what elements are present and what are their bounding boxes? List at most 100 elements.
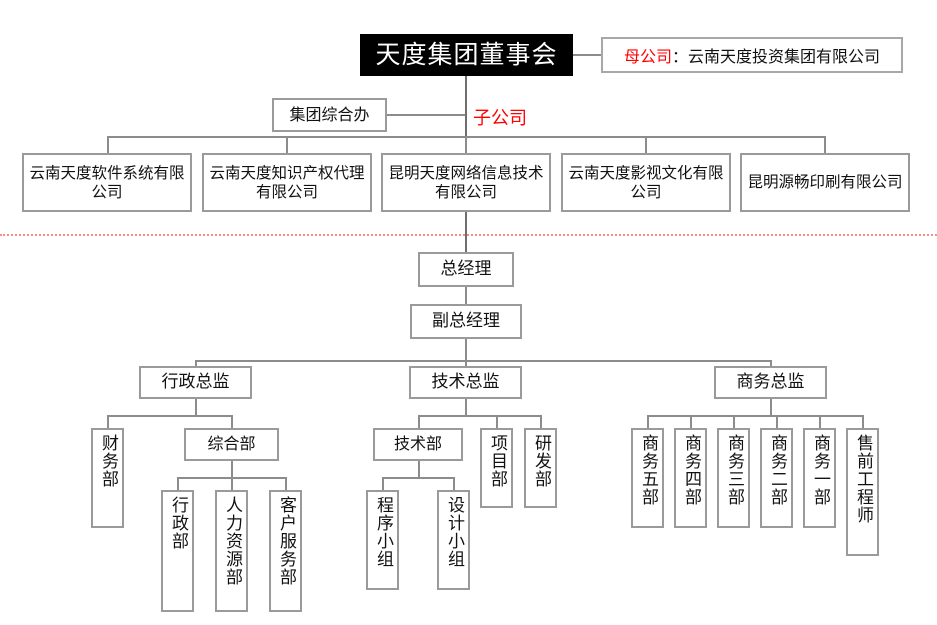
node-program-group[interactable]: 程序小组 (366, 490, 399, 590)
node-label: 技术总监 (431, 372, 500, 393)
node-label: 综合部 (207, 434, 256, 454)
node-label: 研发部 (531, 434, 551, 488)
node-label: 昆明天度网络信息技术有限公司 (388, 164, 544, 201)
connector-drop-business-unit-1 (819, 415, 821, 428)
connector-drop-design-group (453, 477, 455, 490)
node-business-unit-1[interactable]: 商务一部 (803, 428, 836, 528)
connector-directors-bus (195, 360, 771, 362)
connector-drop-director-2 (465, 360, 467, 366)
connector-dgm-down (465, 339, 467, 360)
node-label: 云南天度软件系统有限公司 (29, 164, 185, 201)
connector-drop-general-affairs (231, 415, 233, 428)
node-deputy-general-manager[interactable]: 副总经理 (410, 304, 522, 339)
node-label: 商务四部 (681, 434, 701, 506)
parent-company-name: 云南天度投资集团有限公司 (688, 47, 881, 66)
connector-drop-business-unit-3 (733, 415, 735, 428)
node-label: 昆明源畅印刷有限公司 (747, 173, 903, 192)
connector-tech-dept-down (418, 461, 420, 477)
node-label: 财务部 (98, 434, 118, 488)
node-director-business[interactable]: 商务总监 (714, 366, 827, 399)
connector-group-office-to-trunk (387, 114, 465, 116)
connector-root-to-parent-company (573, 54, 601, 56)
connector-gm-to-dgm (465, 287, 467, 304)
node-finance-department[interactable]: 财务部 (91, 428, 124, 528)
node-label: 天度集团董事会 (375, 40, 558, 70)
node-project-department[interactable]: 项目部 (480, 428, 513, 508)
annotation-subsidiary-label: 子公司 (473, 108, 527, 129)
connector-business-bus (647, 415, 862, 417)
connector-drop-presales-engineer (862, 415, 864, 428)
node-general-affairs-department[interactable]: 综合部 (184, 428, 279, 461)
connector-drop-subsidiary-1 (107, 136, 109, 153)
node-label: 总经理 (440, 259, 492, 280)
node-label: 项目部 (487, 434, 507, 488)
node-label: 商务总监 (736, 372, 805, 393)
connector-drop-project-dept (496, 415, 498, 428)
node-administration-department[interactable]: 行政部 (161, 490, 194, 612)
connector-admin-director-down (195, 399, 197, 415)
node-rnd-department[interactable]: 研发部 (524, 428, 557, 508)
node-human-resources-department[interactable]: 人力资源部 (215, 490, 248, 612)
node-subsidiary-1[interactable]: 云南天度软件系统有限公司 (22, 153, 192, 212)
node-label: 云南天度知识产权代理有限公司 (209, 164, 365, 201)
connector-drop-subsidiary-5 (824, 136, 826, 153)
node-business-unit-3[interactable]: 商务三部 (717, 428, 750, 528)
node-business-unit-2[interactable]: 商务二部 (760, 428, 793, 528)
node-general-manager[interactable]: 总经理 (418, 252, 514, 287)
node-technology-department[interactable]: 技术部 (373, 428, 463, 461)
node-label: 副总经理 (432, 311, 500, 332)
node-label: 人力资源部 (222, 496, 242, 586)
parent-company-label: 母公司 (623, 47, 672, 66)
node-business-unit-4[interactable]: 商务四部 (674, 428, 707, 528)
connector-admin-bus (107, 415, 232, 417)
node-subsidiary-3[interactable]: 昆明天度网络信息技术有限公司 (381, 153, 551, 212)
node-label: 商务三部 (724, 434, 744, 506)
node-label: 行政部 (168, 496, 188, 550)
connector-drop-program-group (382, 477, 384, 490)
connector-drop-business-unit-2 (776, 415, 778, 428)
section-divider (0, 234, 937, 236)
node-director-technology[interactable]: 技术总监 (409, 366, 522, 399)
connector-drop-subsidiary-4 (645, 136, 647, 153)
node-presales-engineer[interactable]: 售前工程师 (846, 428, 879, 556)
connector-drop-director-1 (195, 360, 197, 366)
connector-drop-subsidiary-2 (286, 136, 288, 153)
node-board-of-directors[interactable]: 天度集团董事会 (360, 34, 573, 76)
node-director-administration[interactable]: 行政总监 (139, 366, 252, 399)
parent-company-separator: ： (671, 47, 688, 66)
node-subsidiary-4[interactable]: 云南天度影视文化有限公司 (561, 153, 731, 212)
connector-drop-tech-dept (418, 415, 420, 428)
connector-tech-director-down (465, 399, 467, 415)
node-business-unit-5[interactable]: 商务五部 (631, 428, 664, 528)
node-label: 技术部 (393, 434, 442, 454)
connector-drop-finance (107, 415, 109, 428)
node-customer-service-department[interactable]: 客户服务部 (269, 490, 302, 612)
annotation-parent-company: 母公司：云南天度投资集团有限公司 (601, 37, 903, 73)
connector-trunk-root-down (465, 76, 467, 136)
node-subsidiary-2[interactable]: 云南天度知识产权代理有限公司 (202, 153, 372, 212)
node-label: 商务五部 (638, 434, 658, 506)
connector-tech-bus (418, 415, 541, 417)
connector-drop-director-3 (770, 360, 772, 366)
node-label: 设计小组 (444, 496, 464, 568)
connector-drop-admin-dept (177, 477, 179, 490)
node-subsidiary-5[interactable]: 昆明源畅印刷有限公司 (740, 153, 910, 212)
connector-drop-subsidiary-3 (465, 136, 467, 153)
connector-drop-business-unit-4 (690, 415, 692, 428)
node-design-group[interactable]: 设计小组 (437, 490, 470, 590)
node-label: 客户服务部 (276, 496, 296, 586)
node-label: 商务一部 (810, 434, 830, 506)
connector-drop-rnd-dept (540, 415, 542, 428)
node-label: 行政总监 (161, 372, 230, 393)
connector-drop-hr-dept (231, 477, 233, 490)
connector-tech-dept-bus (382, 477, 454, 479)
node-label: 云南天度影视文化有限公司 (568, 164, 724, 201)
connector-drop-business-unit-5 (647, 415, 649, 428)
connector-trunk-through-divider (465, 212, 467, 252)
connector-drop-customer-service-dept (285, 477, 287, 490)
node-label: 集团综合办 (289, 104, 370, 124)
connector-business-director-down (770, 399, 772, 415)
node-group-general-office[interactable]: 集团综合办 (272, 98, 387, 132)
node-label: 售前工程师 (853, 434, 873, 524)
